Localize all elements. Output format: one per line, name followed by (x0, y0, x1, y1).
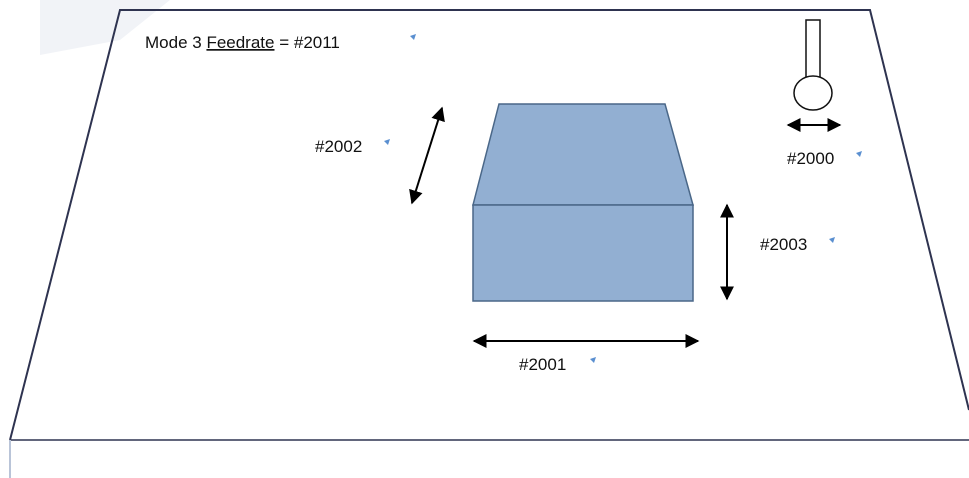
tool-width-marker-icon (856, 151, 862, 157)
part-length-label: #2001 (519, 355, 566, 374)
part-front-face (472, 204, 694, 302)
tool-shank (805, 19, 821, 81)
part-height-label: #2003 (760, 235, 807, 254)
part-height-marker-icon (829, 237, 835, 243)
part-depth-label: #2002 (315, 137, 362, 156)
title-text: Mode 3 Feedrate = #2011 (145, 33, 340, 52)
part-depth-marker-icon (384, 139, 390, 145)
tool-width-label: #2000 (787, 149, 834, 168)
title-marker-icon (410, 34, 416, 40)
watermark-shape (40, 0, 170, 55)
part-top-face (472, 103, 694, 206)
table-outline (9, 9, 969, 441)
part-length-marker-icon (590, 357, 596, 363)
part-depth-arrow (409, 106, 445, 205)
tool-ball-tip (793, 75, 833, 111)
